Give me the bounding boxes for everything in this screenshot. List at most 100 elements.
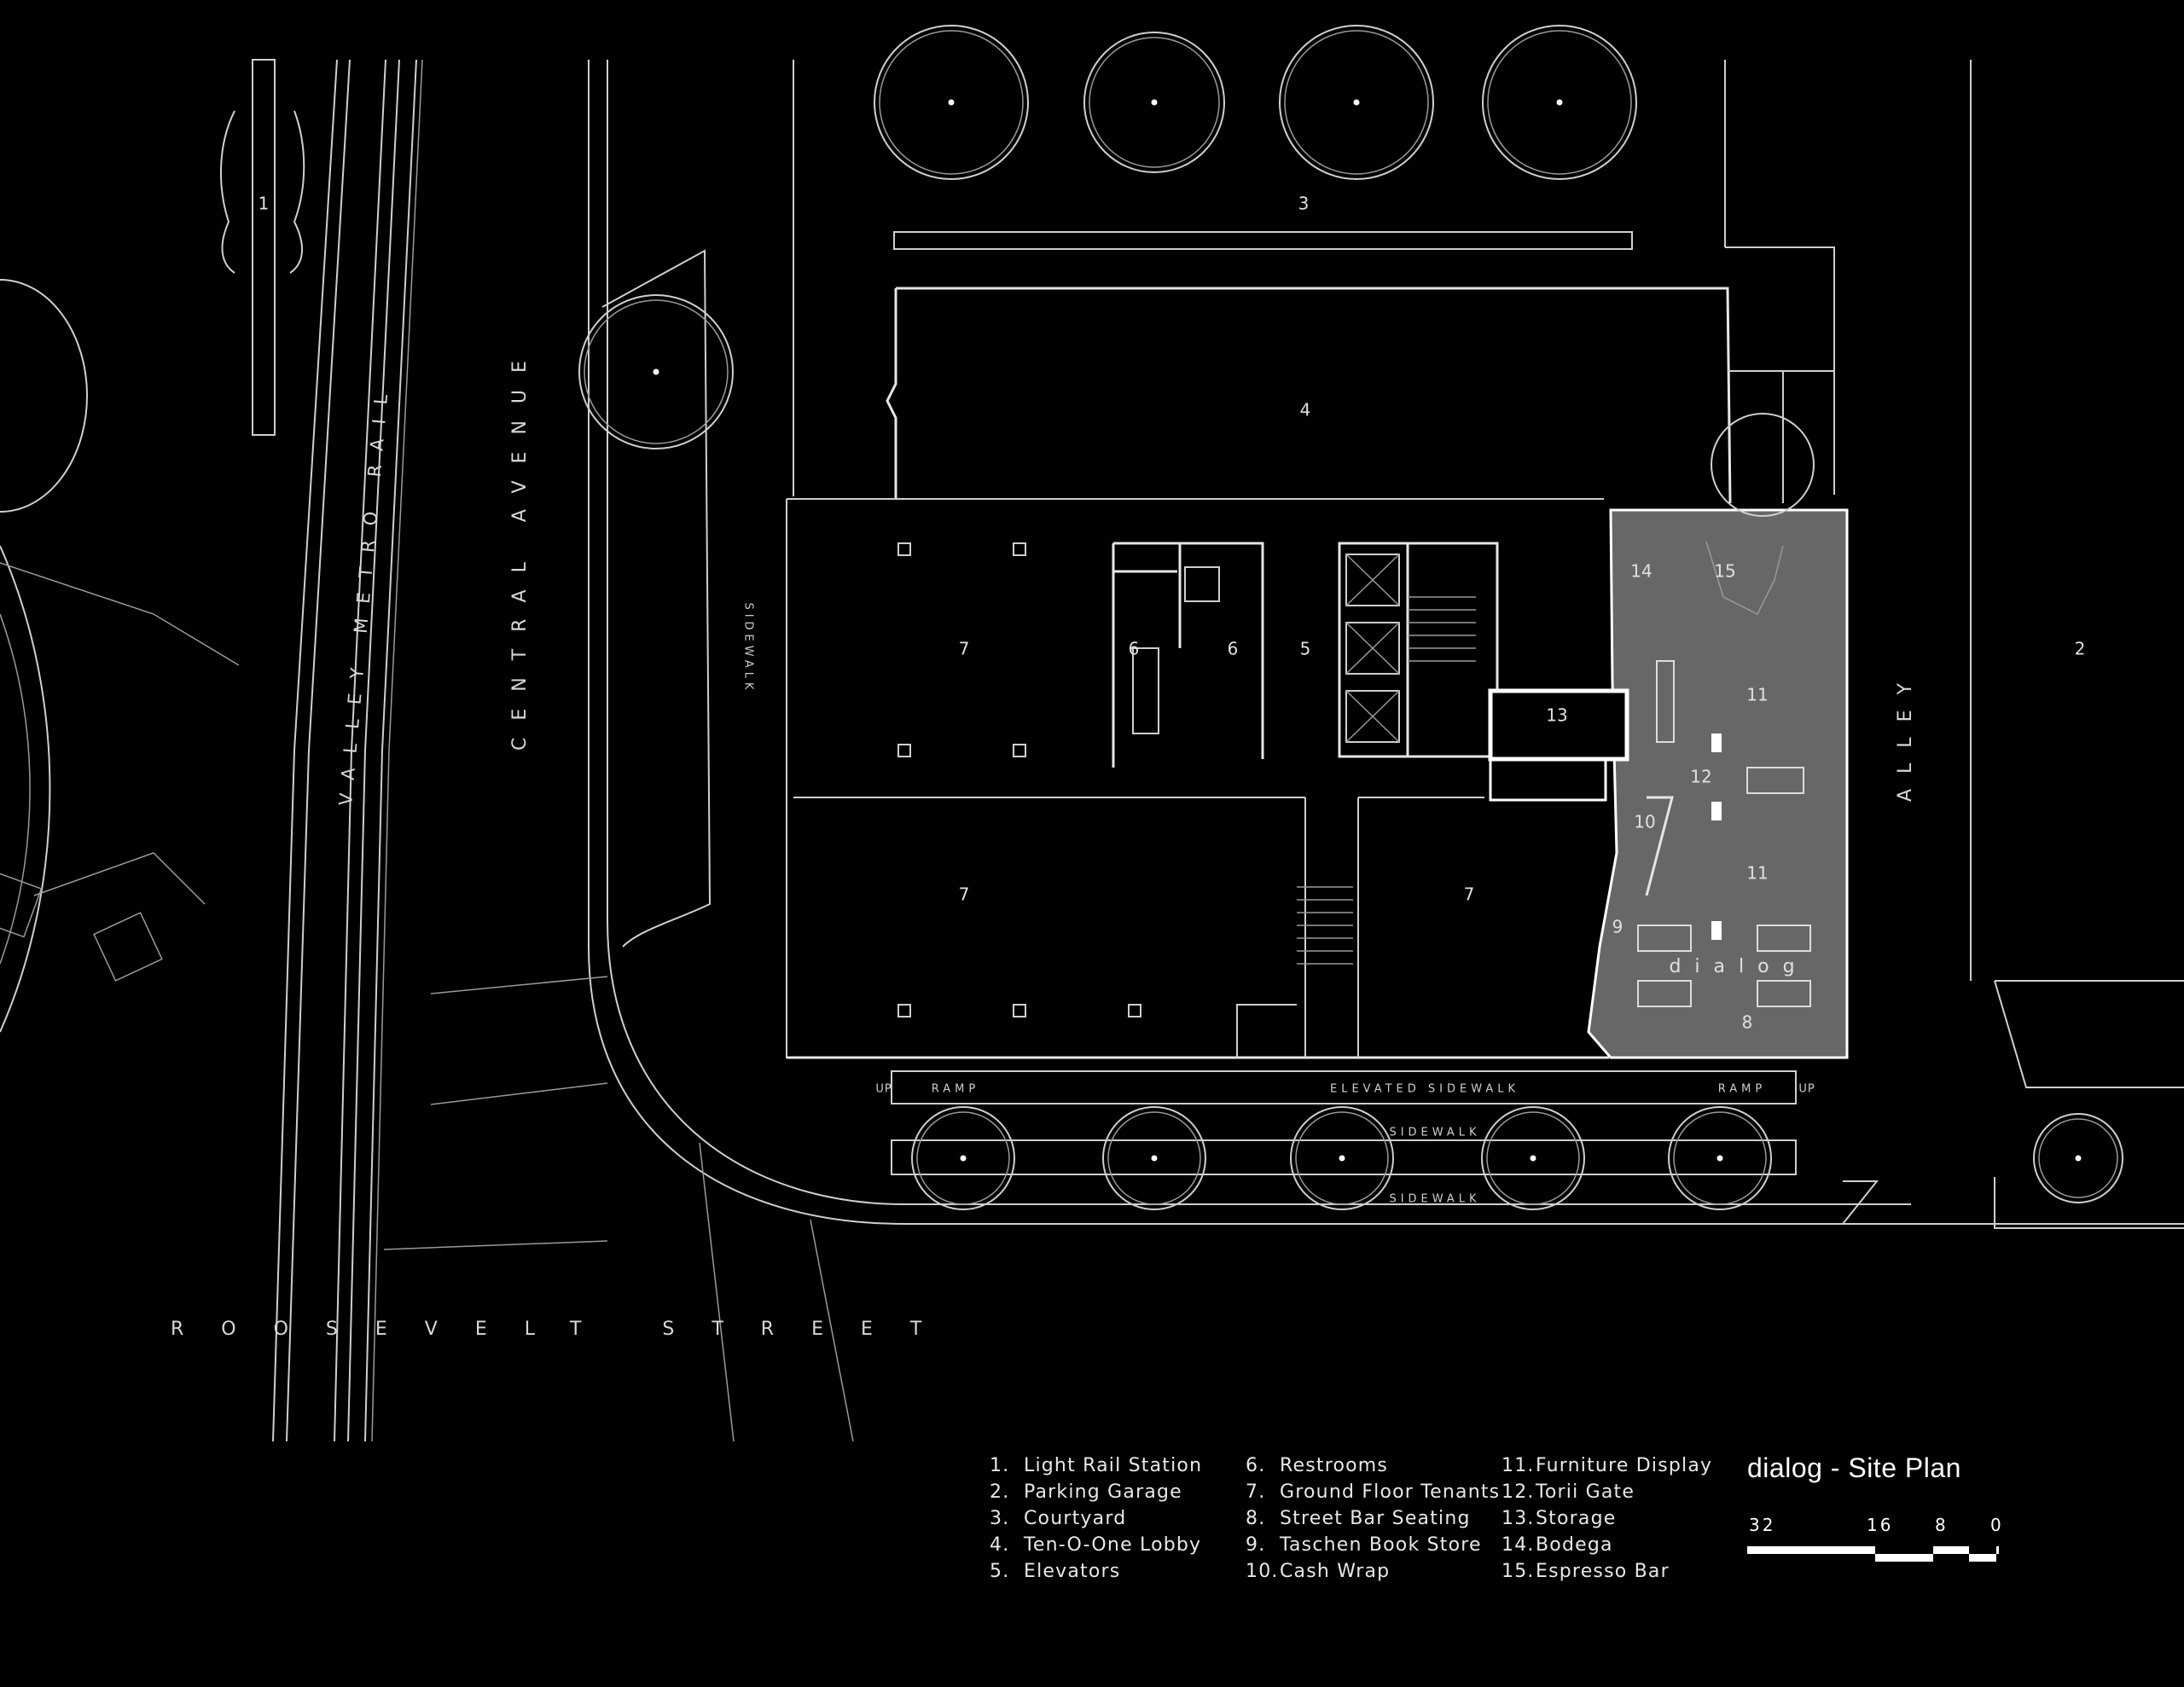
legend-item-label: Ten-O-One Lobby bbox=[1024, 1534, 1202, 1556]
plan-label-11a: 11 bbox=[1746, 685, 1768, 705]
plan-label-15: 15 bbox=[1714, 561, 1735, 582]
legend-item-number: 14. bbox=[1502, 1534, 1535, 1556]
legend-item: 1. Light Rail Station bbox=[990, 1452, 1202, 1479]
legend-item-label: Torii Gate bbox=[1536, 1481, 1635, 1503]
plan-label-12: 12 bbox=[1690, 767, 1711, 787]
legend-item-label: Courtyard bbox=[1024, 1508, 1127, 1529]
legend-item: 7. Ground Floor Tenants bbox=[1246, 1479, 1500, 1505]
plan-label-6b: 6 bbox=[1228, 639, 1239, 659]
store-name-label: dialog bbox=[1669, 956, 1808, 977]
roosevelt-street-label: ROOSEVELT STREET bbox=[171, 1319, 959, 1340]
legend-item-number: 13. bbox=[1502, 1508, 1535, 1529]
legend-item-number: 10. bbox=[1246, 1561, 1279, 1582]
up-label-left: UP bbox=[875, 1083, 892, 1096]
tree-dots bbox=[653, 99, 2082, 1162]
ramp-label-right: RAMP bbox=[1718, 1083, 1766, 1096]
legend-item: 3. Courtyard bbox=[990, 1505, 1202, 1532]
legend-item-number: 5. bbox=[990, 1561, 1010, 1582]
plan-label-10: 10 bbox=[1634, 812, 1655, 832]
legend-item-label: Furniture Display bbox=[1536, 1455, 1713, 1476]
legend-item-label: Ground Floor Tenants bbox=[1280, 1481, 1501, 1503]
plan-label-3: 3 bbox=[1298, 194, 1310, 214]
legend-item-number: 6. bbox=[1246, 1455, 1266, 1476]
alley-label: ALLEY bbox=[1895, 668, 1916, 802]
plan-label-11b: 11 bbox=[1746, 863, 1768, 884]
legend-item-number: 9. bbox=[1246, 1534, 1266, 1556]
scale-bar bbox=[1747, 1546, 1999, 1562]
legend-column-1: 1. Light Rail Station 2. Parking Garage 3. Co… bbox=[990, 1452, 1202, 1585]
legend-item: 6. Restrooms bbox=[1246, 1452, 1500, 1479]
tree-center-dot bbox=[1151, 99, 1158, 106]
legend-item: 14.Bodega bbox=[1502, 1532, 1712, 1558]
legend-item: 13.Storage bbox=[1502, 1505, 1712, 1532]
legend-item-label: Storage bbox=[1536, 1508, 1617, 1529]
tree-center-dot bbox=[1339, 1155, 1345, 1162]
tree-center-dot bbox=[1151, 1155, 1158, 1162]
legend-item: 8. Street Bar Seating bbox=[1246, 1505, 1500, 1532]
legend-item-label: Parking Garage bbox=[1024, 1481, 1182, 1503]
plan-label-2: 2 bbox=[2075, 639, 2086, 659]
legend-item-number: 2. bbox=[990, 1481, 1010, 1503]
courtyard-context bbox=[793, 25, 1972, 981]
street-trees bbox=[891, 1070, 1879, 1225]
plan-label-7c: 7 bbox=[1464, 884, 1475, 905]
plan-label-13: 13 bbox=[1546, 705, 1567, 726]
legend-item: 11.Furniture Display bbox=[1502, 1452, 1712, 1479]
tree-center-dot bbox=[1556, 99, 1563, 106]
valley-metro-rail-label: VALLEY METRO RAIL bbox=[335, 380, 393, 807]
up-label-right: UP bbox=[1798, 1083, 1815, 1096]
sidewalk-label-upper: SIDEWALK bbox=[1389, 1127, 1480, 1139]
legend-item-label: Street Bar Seating bbox=[1280, 1508, 1471, 1529]
dialog-store bbox=[1488, 508, 1849, 1059]
legend-item: 5. Elevators bbox=[990, 1558, 1202, 1585]
legend-item-label: Elevators bbox=[1024, 1561, 1121, 1582]
elevated-sidewalk-label: ELEVATED SIDEWALK bbox=[1330, 1083, 1519, 1096]
legend-item-number: 11. bbox=[1502, 1455, 1535, 1476]
plan-label-4: 4 bbox=[1300, 400, 1311, 420]
legend-item: 10.Cash Wrap bbox=[1246, 1558, 1500, 1585]
drawing-title: dialog - Site Plan bbox=[1747, 1452, 1961, 1483]
plan-label-7a: 7 bbox=[959, 639, 970, 659]
tree-center-dot bbox=[1716, 1155, 1723, 1162]
legend-item-label: Light Rail Station bbox=[1024, 1455, 1203, 1476]
tree-center-dot bbox=[960, 1155, 967, 1162]
plan-label-9: 9 bbox=[1612, 917, 1623, 937]
legend-item-number: 1. bbox=[990, 1455, 1010, 1476]
legend-item-number: 8. bbox=[1246, 1508, 1266, 1529]
legend-item-label: Cash Wrap bbox=[1280, 1561, 1391, 1582]
legend-item: 12.Torii Gate bbox=[1502, 1479, 1712, 1505]
legend-item: 15.Espresso Bar bbox=[1502, 1558, 1712, 1585]
legend-item: 2. Parking Garage bbox=[990, 1479, 1202, 1505]
legend-item-number: 12. bbox=[1502, 1481, 1535, 1503]
central-avenue-label: CENTRAL AVENUE bbox=[509, 344, 531, 751]
tree-center-dot bbox=[2075, 1155, 2082, 1162]
ramp-label-left: RAMP bbox=[932, 1083, 979, 1096]
plan-label-7b: 7 bbox=[959, 884, 970, 905]
legend-item-number: 3. bbox=[990, 1508, 1010, 1529]
tree-center-dot bbox=[948, 99, 955, 106]
legend-item: 9. Taschen Book Store bbox=[1246, 1532, 1500, 1558]
tree-center-dot bbox=[1530, 1155, 1536, 1162]
plan-label-8: 8 bbox=[1742, 1012, 1753, 1033]
legend-item-number: 15. bbox=[1502, 1561, 1535, 1582]
legend-item-label: Taschen Book Store bbox=[1280, 1534, 1482, 1556]
left-context-linework bbox=[0, 59, 2184, 1442]
legend-column-2: 6. Restrooms 7. Ground Floor Tenants 8. Stree… bbox=[1246, 1452, 1500, 1585]
sidewalk-label-lower: SIDEWALK bbox=[1389, 1193, 1480, 1206]
scale-label-0: 0 bbox=[1990, 1515, 2004, 1535]
plan-label-1: 1 bbox=[258, 194, 270, 214]
plan-label-14: 14 bbox=[1630, 561, 1652, 582]
scale-label-32: 32 bbox=[1749, 1515, 1776, 1535]
legend-item-label: Bodega bbox=[1536, 1534, 1613, 1556]
plan-label-6a: 6 bbox=[1129, 639, 1140, 659]
legend-item-label: Espresso Bar bbox=[1536, 1561, 1670, 1582]
legend-item: 4. Ten-O-One Lobby bbox=[990, 1532, 1202, 1558]
legend-item-label: Restrooms bbox=[1280, 1455, 1389, 1476]
scale-label-8: 8 bbox=[1935, 1515, 1949, 1535]
legend-item-number: 7. bbox=[1246, 1481, 1266, 1503]
tree-center-dot bbox=[653, 368, 659, 375]
alley-garage-context bbox=[1711, 370, 2184, 1229]
legend-item-number: 4. bbox=[990, 1534, 1010, 1556]
